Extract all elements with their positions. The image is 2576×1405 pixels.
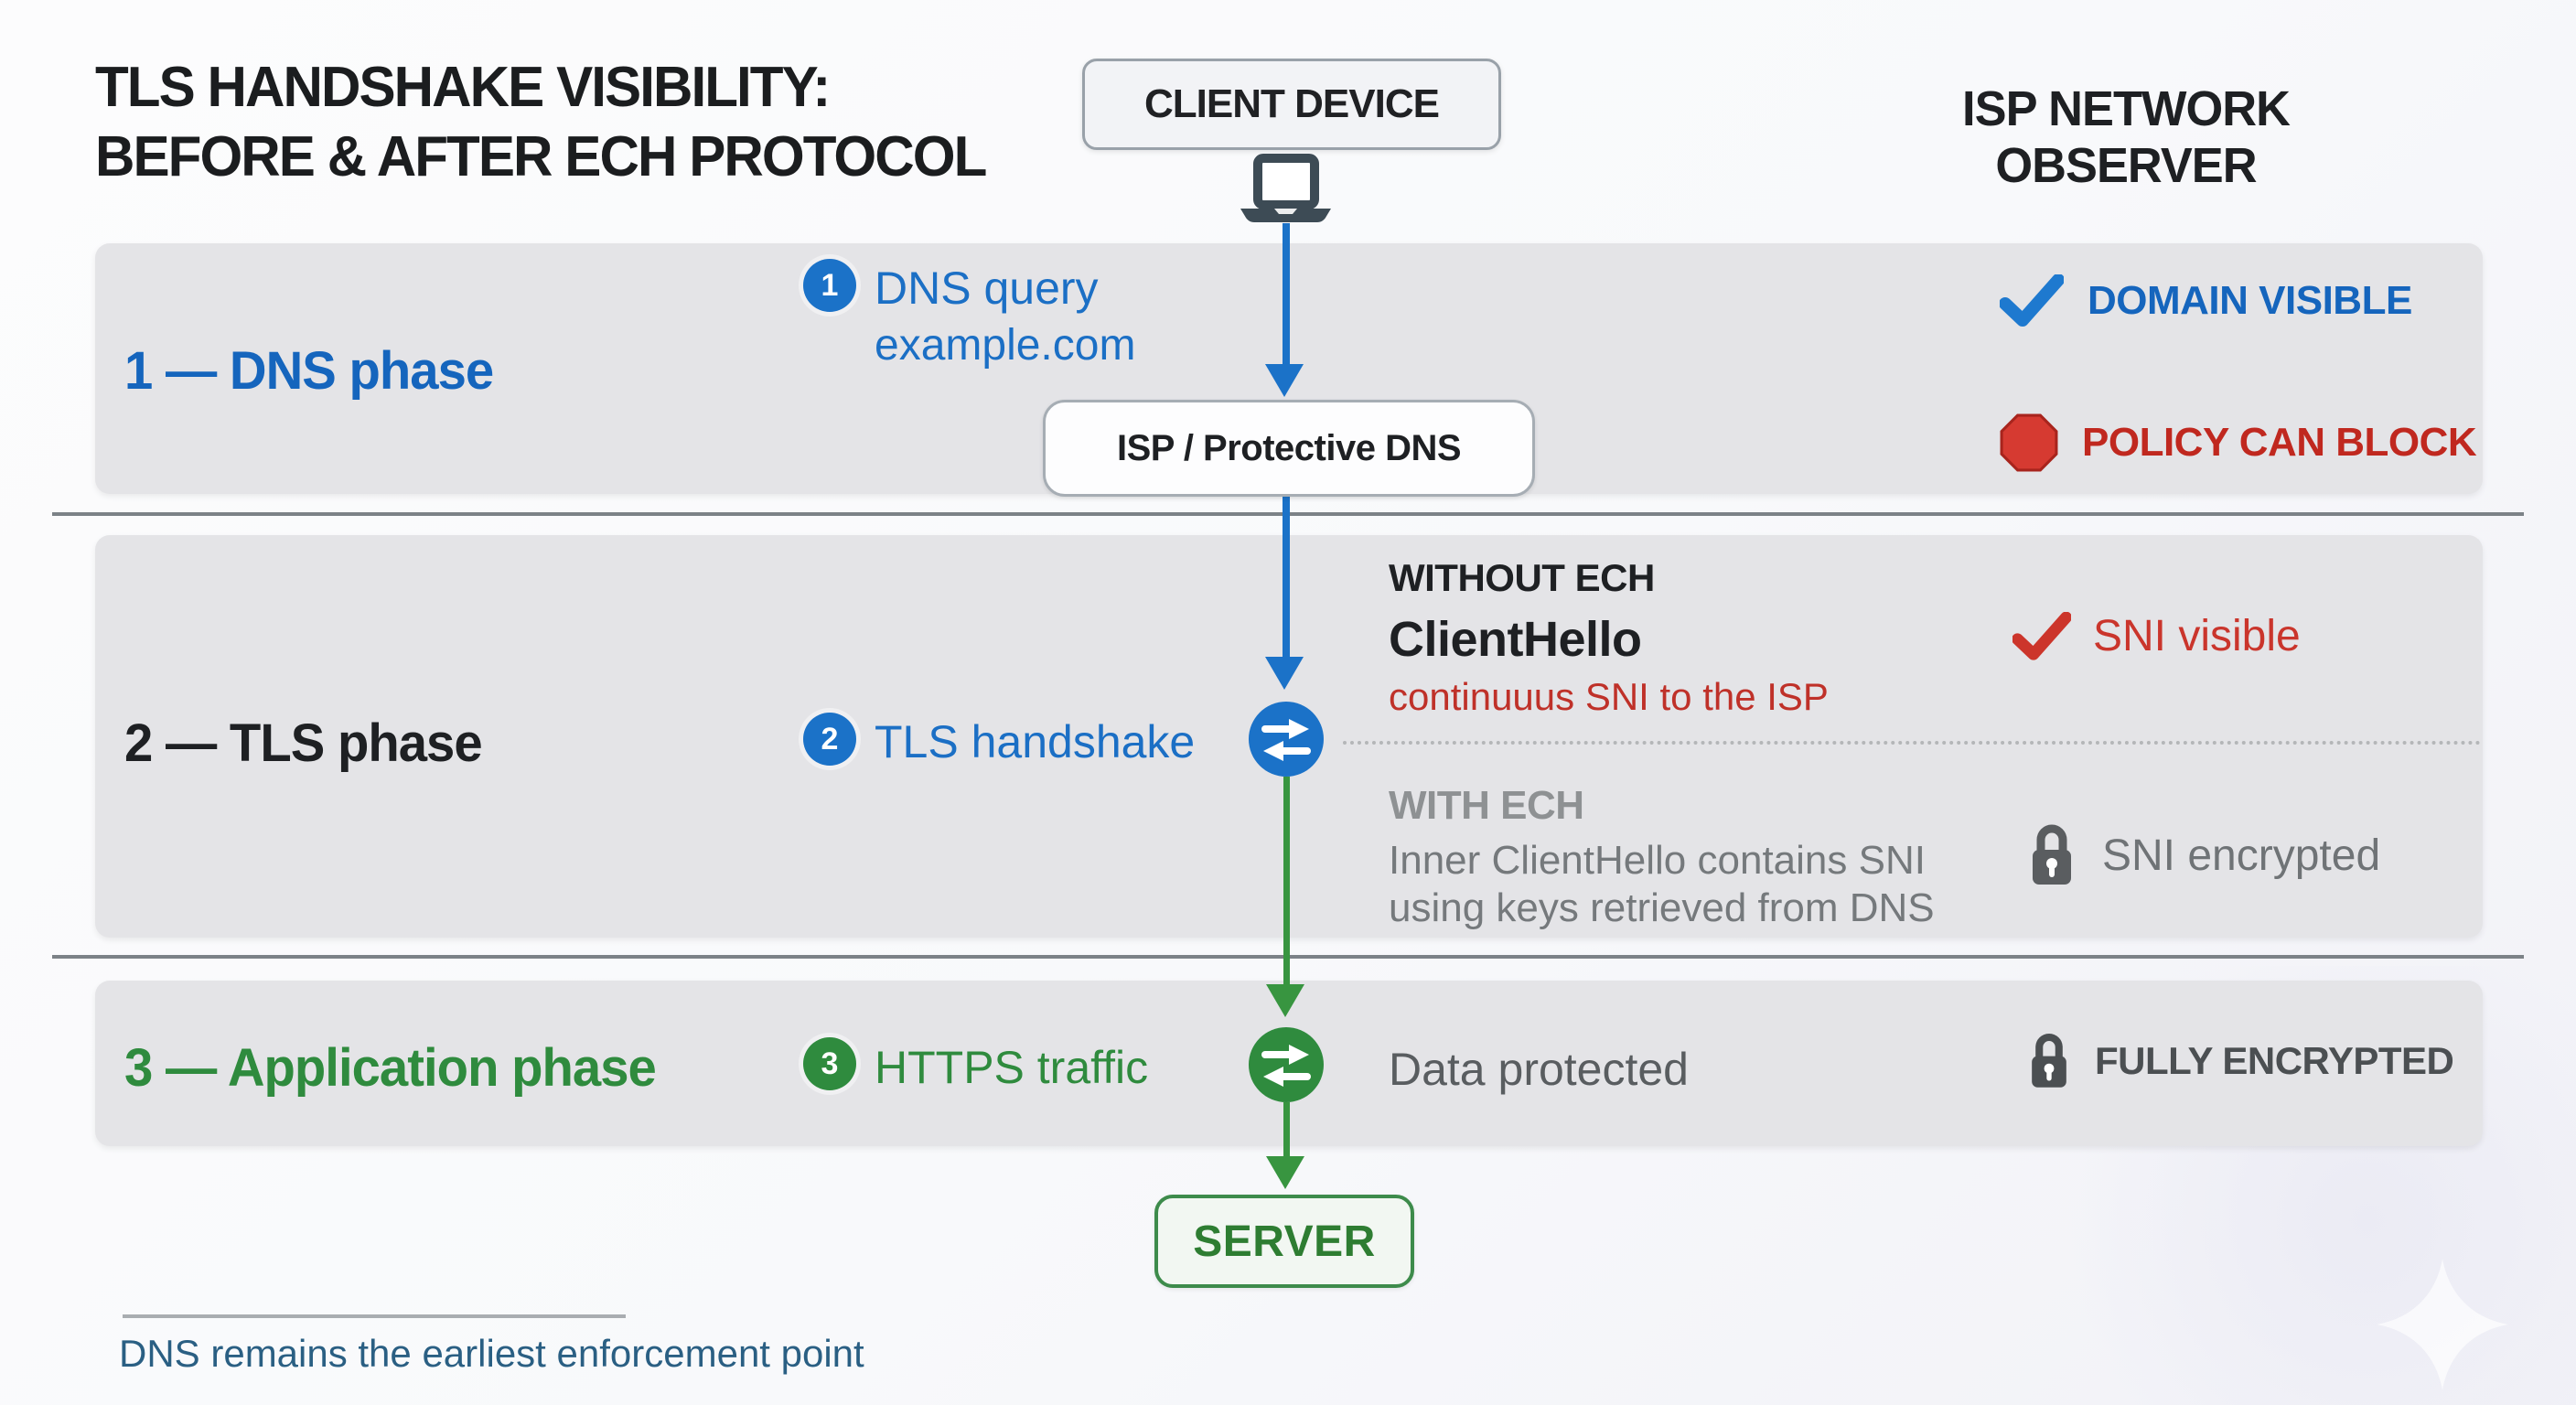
check-icon	[2000, 274, 2064, 327]
observer-item-fully-encrypted: FULLY ENCRYPTED	[2025, 1030, 2454, 1092]
observer-fully-encrypted-label: FULLY ENCRYPTED	[2095, 1039, 2454, 1082]
observer-policy-block-label: POLICY CAN BLOCK	[2082, 420, 2477, 465]
server-node: SERVER	[1154, 1195, 1414, 1288]
flow-line-dns-to-tls	[1283, 492, 1290, 659]
dns-resolver-node: ISP / Protective DNS	[1043, 400, 1535, 497]
step-label-tls-handshake: TLS handshake	[875, 716, 1196, 767]
page-title: TLS HANDSHAKE VISIBILITY: BEFORE & AFTER…	[95, 53, 987, 192]
phase-label-dns: 1 — DNS phase	[124, 341, 494, 401]
observer-item-sni-encrypted: SNI encrypted	[2025, 821, 2380, 889]
without-ech-heading: WITHOUT ECH	[1389, 556, 1655, 599]
ech-divider	[1343, 741, 2481, 745]
phase-label-app: 3 — Application phase	[124, 1038, 657, 1098]
dns-resolver-label: ISP / Protective DNS	[1116, 427, 1462, 468]
with-ech-detail-1: Inner ClientHello contains SNI	[1389, 838, 1926, 883]
observer-sni-encrypted-label: SNI encrypted	[2102, 831, 2381, 880]
exchange-arrows-icon	[1249, 1027, 1324, 1102]
arrow-down-icon	[1265, 657, 1304, 690]
stop-octagon-icon	[2000, 413, 2058, 472]
flow-line-app-to-server	[1283, 1102, 1290, 1159]
step-badge-https-number: 3	[821, 1046, 839, 1081]
step-badge-dns: 1	[803, 259, 856, 312]
data-protected-label: Data protected	[1389, 1044, 1689, 1095]
observer-item-sni-visible: SNI visible	[2012, 611, 2301, 661]
step-badge-dns-number: 1	[821, 267, 839, 303]
title-line1: TLS HANDSHAKE VISIBILITY:	[95, 56, 831, 119]
observer-item-domain-visible: DOMAIN VISIBLE	[2000, 274, 2412, 327]
footnote-rule	[123, 1314, 626, 1318]
observer-item-policy-block: POLICY CAN BLOCK	[2000, 413, 2477, 472]
footnote-text: DNS remains the earliest enforcement poi…	[119, 1332, 864, 1375]
clienthello-label: ClientHello	[1389, 612, 1642, 667]
arrow-down-icon	[1266, 984, 1304, 1017]
phase-label-tls: 2 — TLS phase	[124, 713, 483, 773]
title-line2: BEFORE & AFTER ECH PROTOCOL	[95, 125, 987, 188]
sparkle-icon	[2377, 1259, 2508, 1390]
observer-domain-visible-label: DOMAIN VISIBLE	[2088, 278, 2412, 323]
with-ech-heading: WITH ECH	[1389, 783, 1584, 828]
lock-icon	[2033, 824, 2071, 885]
observer-sni-visible-label: SNI visible	[2093, 612, 2301, 660]
flow-line-tls-to-app	[1283, 777, 1290, 985]
step-badge-https: 3	[803, 1037, 856, 1090]
step-badge-tls-number: 2	[821, 721, 839, 756]
check-icon	[2012, 611, 2071, 660]
lock-icon	[2032, 1034, 2066, 1088]
client-device-node: CLIENT DEVICE	[1082, 59, 1501, 150]
exchange-arrows-icon	[1249, 702, 1324, 777]
with-ech-detail-2: using keys retrieved from DNS	[1389, 885, 1935, 930]
server-label: SERVER	[1193, 1217, 1376, 1266]
laptop-icon	[1240, 154, 1331, 222]
sni-exposed-note: continuuus SNI to the ISP	[1389, 675, 1829, 718]
arrow-down-icon	[1265, 364, 1304, 397]
client-device-label: CLIENT DEVICE	[1144, 81, 1440, 126]
observer-heading: ISP NETWORK OBSERVER	[1962, 81, 2291, 193]
step-label-https-traffic: HTTPS traffic	[875, 1042, 1149, 1093]
flow-line-client-to-dns	[1283, 223, 1290, 370]
step-badge-tls: 2	[803, 713, 856, 766]
step-label-dns-query: DNS query	[875, 263, 1099, 314]
dns-domain-label: example.com	[875, 321, 1136, 370]
arrow-down-icon	[1266, 1156, 1304, 1189]
